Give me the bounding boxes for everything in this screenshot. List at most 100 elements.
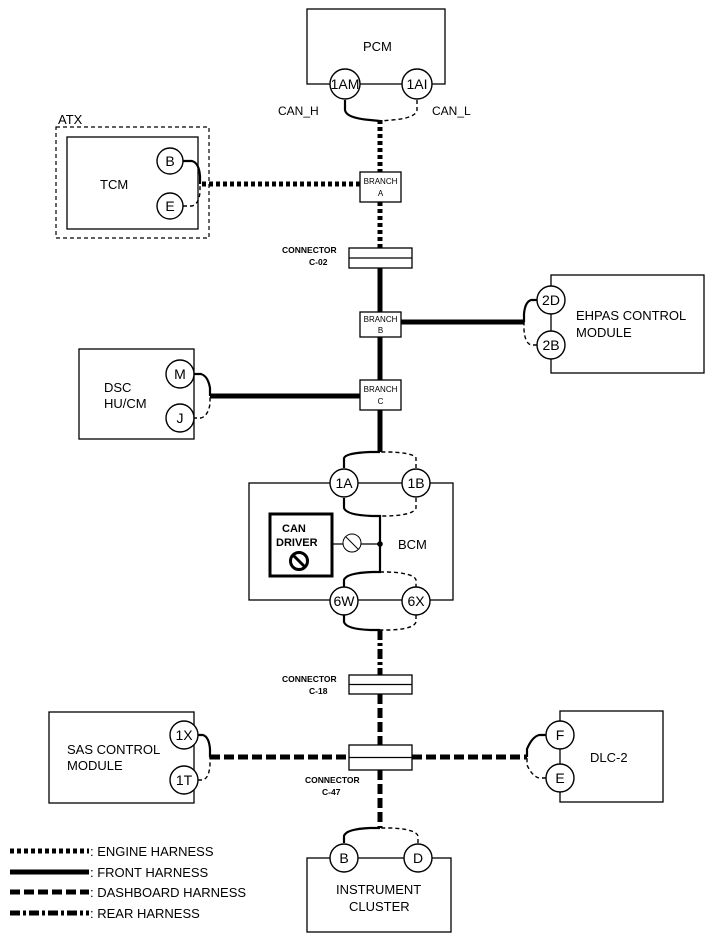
dlc-label: DLC-2 [590, 750, 628, 765]
dlc-pin-can-l [545, 763, 575, 793]
dsc-label-2: HU/CM [104, 396, 147, 411]
branch-a-box [359, 171, 402, 203]
bcm-pin-1a-label: 1A [335, 475, 353, 491]
ehpas-module-box [550, 274, 705, 374]
tcm-can-l-stub [183, 184, 201, 207]
can-driver-prohibit-icon [289, 551, 309, 571]
pcm-can-l-stub [379, 100, 418, 122]
bcm-internal-bottom-l [380, 571, 417, 588]
bcm-bottom-can-l-loop [380, 615, 417, 631]
dlc-pin-can-l-label: E [555, 770, 564, 786]
can-l-label: CAN_L [432, 104, 471, 118]
dsc-pin-can-h-label: M [174, 366, 186, 382]
legend: : ENGINE HARNESS : FRONT HARNESS : DASHB… [10, 844, 246, 921]
branch-b-label-1: BRANCH [364, 315, 398, 324]
connector-c47-label-1: CONNECTOR [305, 775, 360, 785]
ic-pin-can-h-label: B [339, 850, 348, 866]
branch-c-label-1: BRANCH [364, 385, 398, 394]
bcm-pin-1b-label: 1B [407, 475, 424, 491]
dlc-pin-can-h [545, 720, 575, 750]
sas-label-2: MODULE [67, 758, 123, 773]
ic-can-l-stub [380, 827, 419, 843]
branch-c-box [359, 379, 402, 411]
sas-pin-can-l [169, 765, 199, 795]
dsc-can-l-stub [193, 396, 211, 419]
legend-rear-label: : REAR HARNESS [90, 906, 200, 921]
ehpas-label-1: EHPAS CONTROL [576, 308, 686, 323]
atx-outline [55, 126, 210, 239]
sas-label-1: SAS CONTROL [67, 742, 160, 757]
branch-a-label-2: A [378, 189, 384, 198]
bcm-internal-top-h [342, 498, 382, 544]
bcm-pin-6x [401, 586, 431, 616]
can-driver-box [268, 512, 334, 578]
connector-c47-label-2: C-47 [322, 787, 341, 797]
ehpas-can-h-stub [522, 298, 537, 322]
can-driver-label-2: DRIVER [276, 537, 318, 549]
connector-c02-label-1: CONNECTOR [282, 245, 337, 255]
ic-pin-can-l-label: D [413, 850, 423, 866]
ic-can-h-stub [342, 826, 380, 843]
can-driver-label-1: CAN [282, 523, 306, 535]
pcm-can-h-stub [343, 100, 381, 123]
branch-b-label-2: B [378, 326, 383, 335]
ehpas-pin-can-l [536, 330, 566, 360]
bcm-top-can-l-loop [380, 451, 417, 468]
dsc-pin-can-l-label: J [177, 410, 184, 426]
ic-pin-can-l [403, 843, 433, 873]
dsc-label-1: DSC [104, 380, 131, 395]
connector-c02-label-2: C-02 [309, 257, 328, 267]
tcm-pin-can-h-label: B [165, 153, 174, 169]
bcm-internal-top-l [380, 498, 417, 517]
dsc-pin-can-l [165, 403, 195, 433]
tcm-label: TCM [100, 177, 128, 192]
dsc-pin-can-h [165, 359, 195, 389]
connector-c18-label-2: C-18 [309, 686, 328, 696]
ehpas-pin-can-h [536, 285, 566, 315]
ehpas-label-2: MODULE [576, 325, 632, 340]
tcm-pin-can-h [156, 147, 184, 175]
branch-a-label-1: BRANCH [364, 177, 398, 186]
tcm-pin-can-l-label: E [165, 198, 174, 214]
dlc-can-h-stub [525, 733, 546, 757]
tcm-pin-can-l [156, 192, 184, 220]
connector-c18-label-1: CONNECTOR [282, 674, 337, 684]
bcm-pin-1b [401, 468, 431, 498]
bcm-pin-6x-label: 6X [407, 593, 425, 609]
bcm-label: BCM [398, 537, 427, 552]
sas-pin-can-h-label: 1X [175, 727, 193, 743]
dlc-can-l-stub [526, 757, 546, 779]
sas-can-l-stub [198, 757, 211, 781]
legend-engine-label: : ENGINE HARNESS [90, 844, 214, 859]
bcm-internal-bottom-h [342, 544, 382, 588]
dlc-pin-can-h-label: F [556, 727, 565, 743]
legend-front-label: : FRONT HARNESS [90, 865, 209, 880]
dsc-can-h-stub [193, 372, 212, 396]
sas-can-h-stub [198, 733, 212, 757]
pcm-pin-can-l-label: 1AI [406, 76, 427, 92]
ehpas-pin-can-l-label: 2B [542, 337, 559, 353]
bcm-top-can-h-loop [342, 450, 380, 468]
pcm-pin-can-h [329, 68, 361, 100]
dlc-module-box [559, 710, 664, 803]
ic-pin-can-h [329, 843, 359, 873]
pcm-pin-can-h-label: 1AM [331, 76, 360, 92]
branch-c-label-2: C [378, 397, 384, 406]
ic-label-2: CLUSTER [349, 899, 410, 914]
ehpas-pin-can-h-label: 2D [542, 292, 560, 308]
ic-label-1: INSTRUMENT [336, 882, 421, 897]
atx-label: ATX [58, 112, 83, 127]
bcm-pin-6w-label: 6W [334, 593, 356, 609]
legend-dash-label: : DASHBOARD HARNESS [90, 885, 246, 900]
sas-module-box [48, 711, 195, 804]
ehpas-can-l-stub [523, 322, 537, 346]
sas-pin-can-h [169, 720, 199, 750]
pcm-label: PCM [363, 39, 392, 54]
bcm-bottom-can-h-loop [342, 615, 380, 632]
bcm-disabled-icon [342, 533, 362, 553]
tcm-can-h-stub [183, 159, 202, 184]
ic-module-box [306, 857, 452, 933]
sas-pin-can-l-label: 1T [176, 772, 193, 788]
bcm-pin-6w [329, 586, 359, 616]
